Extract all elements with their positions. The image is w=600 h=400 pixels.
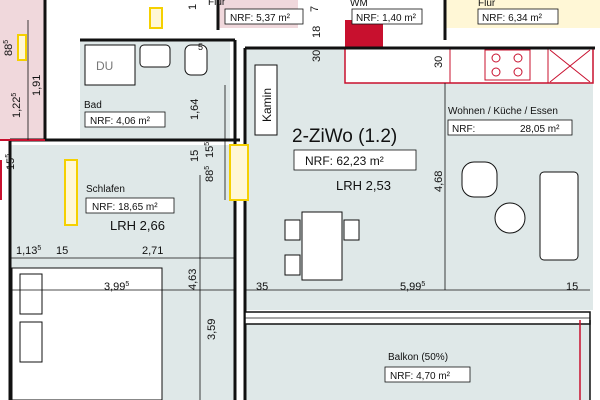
flur-top-label: Flur — [208, 0, 226, 8]
dim-30b: 30 — [433, 56, 445, 68]
wohnen-nrf-value: 28,05 m² — [520, 124, 560, 135]
dim-15e: 15 — [566, 281, 578, 293]
dim-359: 3,59 — [206, 319, 218, 340]
wm-label: WM — [350, 0, 368, 9]
shower-tray — [84, 44, 136, 86]
dim-15b: 15 — [189, 150, 201, 162]
sink — [139, 44, 171, 68]
cooktop — [484, 49, 531, 81]
flur-right-label: Flur — [478, 0, 496, 9]
dim-463: 4,63 — [187, 269, 199, 290]
unit-lrh: LRH 2,53 — [336, 178, 391, 193]
balkon-area — [245, 320, 590, 400]
dim-599: 5,995 — [400, 281, 425, 293]
dim-5: 5 — [198, 42, 203, 52]
wohnen-nrf-label: NRF: — [452, 124, 475, 135]
flur-left-area — [0, 0, 45, 140]
kamin-block — [254, 64, 278, 136]
wm-red-block — [345, 20, 383, 48]
dim-88b: 885 — [204, 166, 216, 182]
dim-35: 35 — [256, 281, 268, 293]
du-label: DU — [96, 59, 113, 73]
door-marker — [149, 7, 163, 29]
dim-18: 18 — [311, 26, 323, 38]
dim-399: 3,995 — [104, 281, 129, 293]
toilet — [184, 44, 208, 76]
dim-122: 1,225 — [11, 93, 23, 118]
dim-191: 1,91 — [31, 75, 43, 96]
dim-113: 1,135 — [16, 245, 41, 257]
sofa — [539, 171, 579, 261]
wohnen-label: Wohnen / Küche / Essen — [448, 106, 558, 117]
armchair — [461, 161, 498, 198]
dim-164: 1,64 — [189, 99, 201, 120]
coffee-table — [494, 202, 526, 234]
dim-15d: 15 — [56, 245, 68, 257]
door-marker — [229, 144, 249, 201]
dim-30a: 30 — [311, 50, 323, 62]
unit-nrf: NRF: 62,23 m² — [305, 154, 384, 168]
kamin-label: Kamin — [260, 88, 274, 122]
schlafen-label: Schlafen — [86, 184, 125, 195]
dim-88: 885 — [3, 40, 15, 56]
balkon-nrf: NRF: 4,70 m² — [390, 371, 451, 382]
dim-271: 2,71 — [142, 245, 163, 257]
dim-1: 1 — [187, 4, 199, 10]
dining-table — [301, 211, 343, 281]
door-marker — [64, 159, 78, 226]
bad-label: Bad — [84, 100, 102, 111]
door-marker — [17, 34, 27, 61]
dim-15a: 155 — [5, 154, 17, 170]
wm-nrf: NRF: 1,40 m² — [356, 13, 417, 24]
dim-15c: 155 — [204, 142, 216, 158]
balkon-label: Balkon (50%) — [388, 352, 448, 363]
flur-right-nrf: NRF: 6,34 m² — [482, 13, 543, 24]
schlafen-lrh: LRH 2,66 — [110, 218, 165, 233]
flur-top-nrf: NRF: 5,37 m² — [230, 13, 291, 24]
schlafen-nrf: NRF: 18,65 m² — [92, 202, 158, 213]
dim-7: 7 — [309, 6, 321, 12]
dim-468: 4,68 — [433, 171, 445, 192]
bad-nrf: NRF: 4,06 m² — [90, 116, 151, 127]
unit-title: 2-ZiWo (1.2) — [292, 126, 397, 147]
